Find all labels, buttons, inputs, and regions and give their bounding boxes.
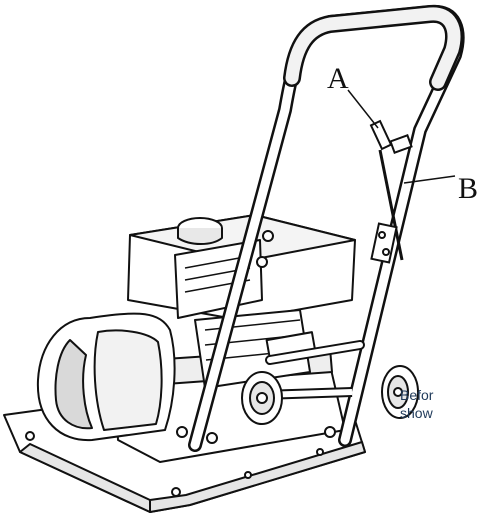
transport-wheels <box>241 365 419 425</box>
leader-b <box>403 175 456 184</box>
callout-b: B <box>458 172 478 205</box>
belt-guard <box>36 312 176 442</box>
handle-frame <box>188 4 465 452</box>
callout-a: A <box>327 62 349 95</box>
leader-a <box>347 89 379 129</box>
throttle-lever <box>369 119 413 264</box>
frame-bolts <box>176 230 336 444</box>
callout-leaders <box>347 89 456 184</box>
caption-line-2: show <box>400 405 433 421</box>
caption-line-1: Befor <box>400 387 434 403</box>
